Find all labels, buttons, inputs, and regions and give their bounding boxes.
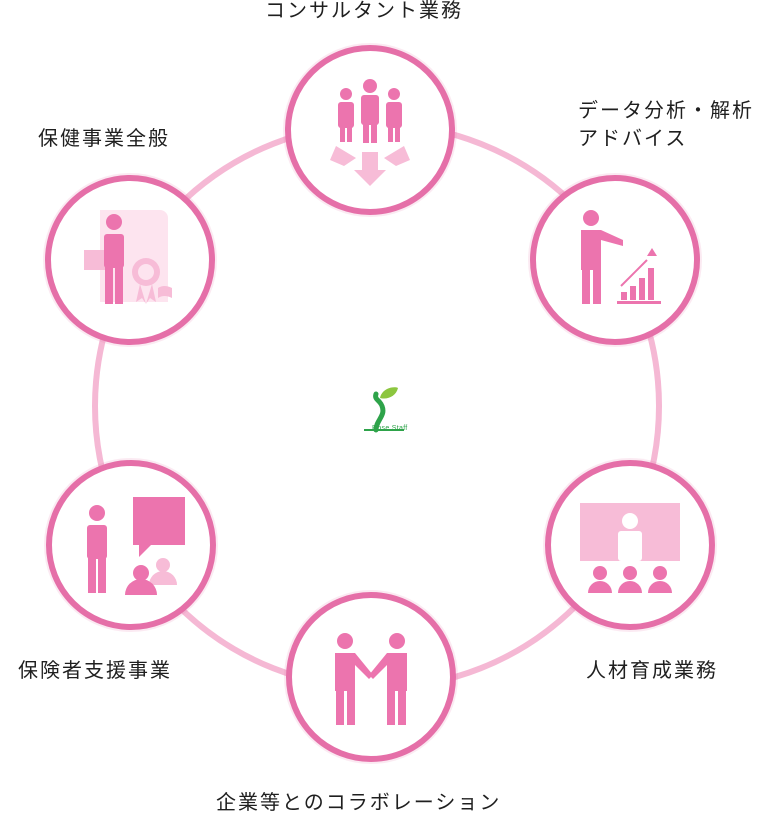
training-circle[interactable]: [545, 460, 715, 630]
data-analysis-circle[interactable]: [530, 175, 700, 345]
sprout-logo-icon: [364, 387, 404, 433]
collaboration-circle[interactable]: [286, 592, 456, 762]
insurer-support-label-line: 保険者支援事業: [18, 658, 172, 682]
logo-text: Rose Staff: [372, 425, 408, 432]
certificate-businessman-icon: [84, 210, 172, 304]
consulting-label: コンサルタント業務: [265, 0, 463, 24]
data-analysis-label: データ分析・解析 アドバイス: [578, 96, 754, 152]
data-analysis-label-line-2: アドバイス: [578, 126, 688, 150]
data-analysis-chart-icon: [581, 210, 661, 304]
training-label: 人材育成業務: [586, 656, 718, 684]
consulting-label-line: コンサルタント業務: [265, 0, 463, 22]
handshake-icon: [335, 633, 407, 725]
insurer-support-label: 保険者支援事業: [18, 656, 172, 684]
health-business-label: 保健事業全般: [38, 124, 170, 152]
health-business-circle[interactable]: [45, 175, 215, 345]
insurer-support-circle[interactable]: [46, 460, 216, 630]
training-presentation-icon: [580, 503, 680, 593]
collaboration-label: 企業等とのコラボレーション: [216, 788, 501, 816]
consulting-team-icon: [330, 79, 410, 186]
data-analysis-label-line-1: データ分析・解析: [578, 98, 754, 122]
collaboration-label-line: 企業等とのコラボレーション: [216, 790, 502, 814]
advisor-speech-bubble-icon: [87, 497, 185, 595]
health-business-label-line: 保健事業全般: [38, 126, 170, 150]
consulting-circle[interactable]: [285, 45, 455, 215]
training-label-line: 人材育成業務: [586, 658, 718, 682]
